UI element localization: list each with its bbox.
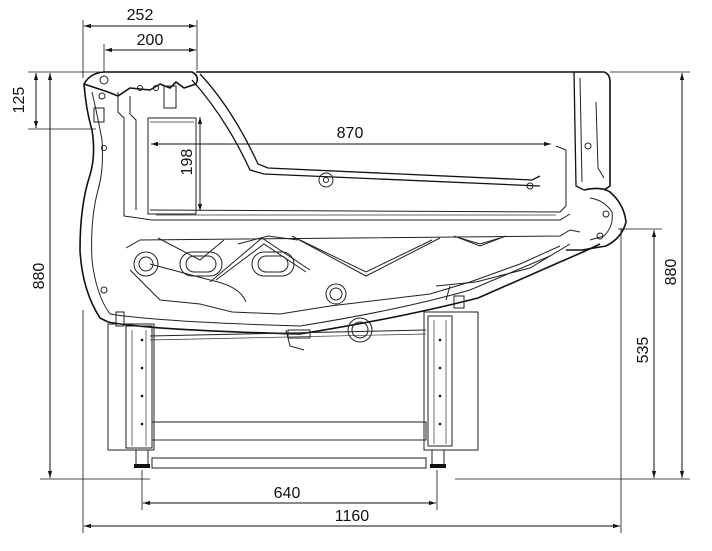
dimension-label-252: 252 <box>127 7 154 24</box>
dimension-label-880-left: 880 <box>31 263 48 290</box>
dimension-interior-width: 870 <box>151 125 551 147</box>
dimension-overall-depth: 1160 <box>82 228 622 533</box>
dimension-label-200: 200 <box>137 32 164 49</box>
dimension-label-535: 535 <box>635 337 652 364</box>
dimension-total-height-right: 880 <box>455 71 690 480</box>
dimension-counter-height: 535 <box>618 228 662 478</box>
dimension-top-height: 125 <box>11 71 100 130</box>
dimension-top-outer: 252 <box>82 7 198 78</box>
dimension-top-inner: 200 <box>103 32 196 72</box>
dimension-leg-span: 640 <box>141 470 438 510</box>
dimension-total-height-left: 880 <box>31 73 150 480</box>
dimension-label-640: 640 <box>274 485 301 502</box>
dimension-label-880-right: 880 <box>663 259 680 286</box>
counter-body-outline <box>79 71 627 351</box>
dimension-label-125: 125 <box>11 87 28 114</box>
dimension-label-870: 870 <box>337 125 364 142</box>
dimension-label-198: 198 <box>179 149 196 176</box>
counter-stand <box>107 311 479 469</box>
dimension-label-1160: 1160 <box>335 508 370 525</box>
dimension-interior-height: 198 <box>179 117 203 211</box>
